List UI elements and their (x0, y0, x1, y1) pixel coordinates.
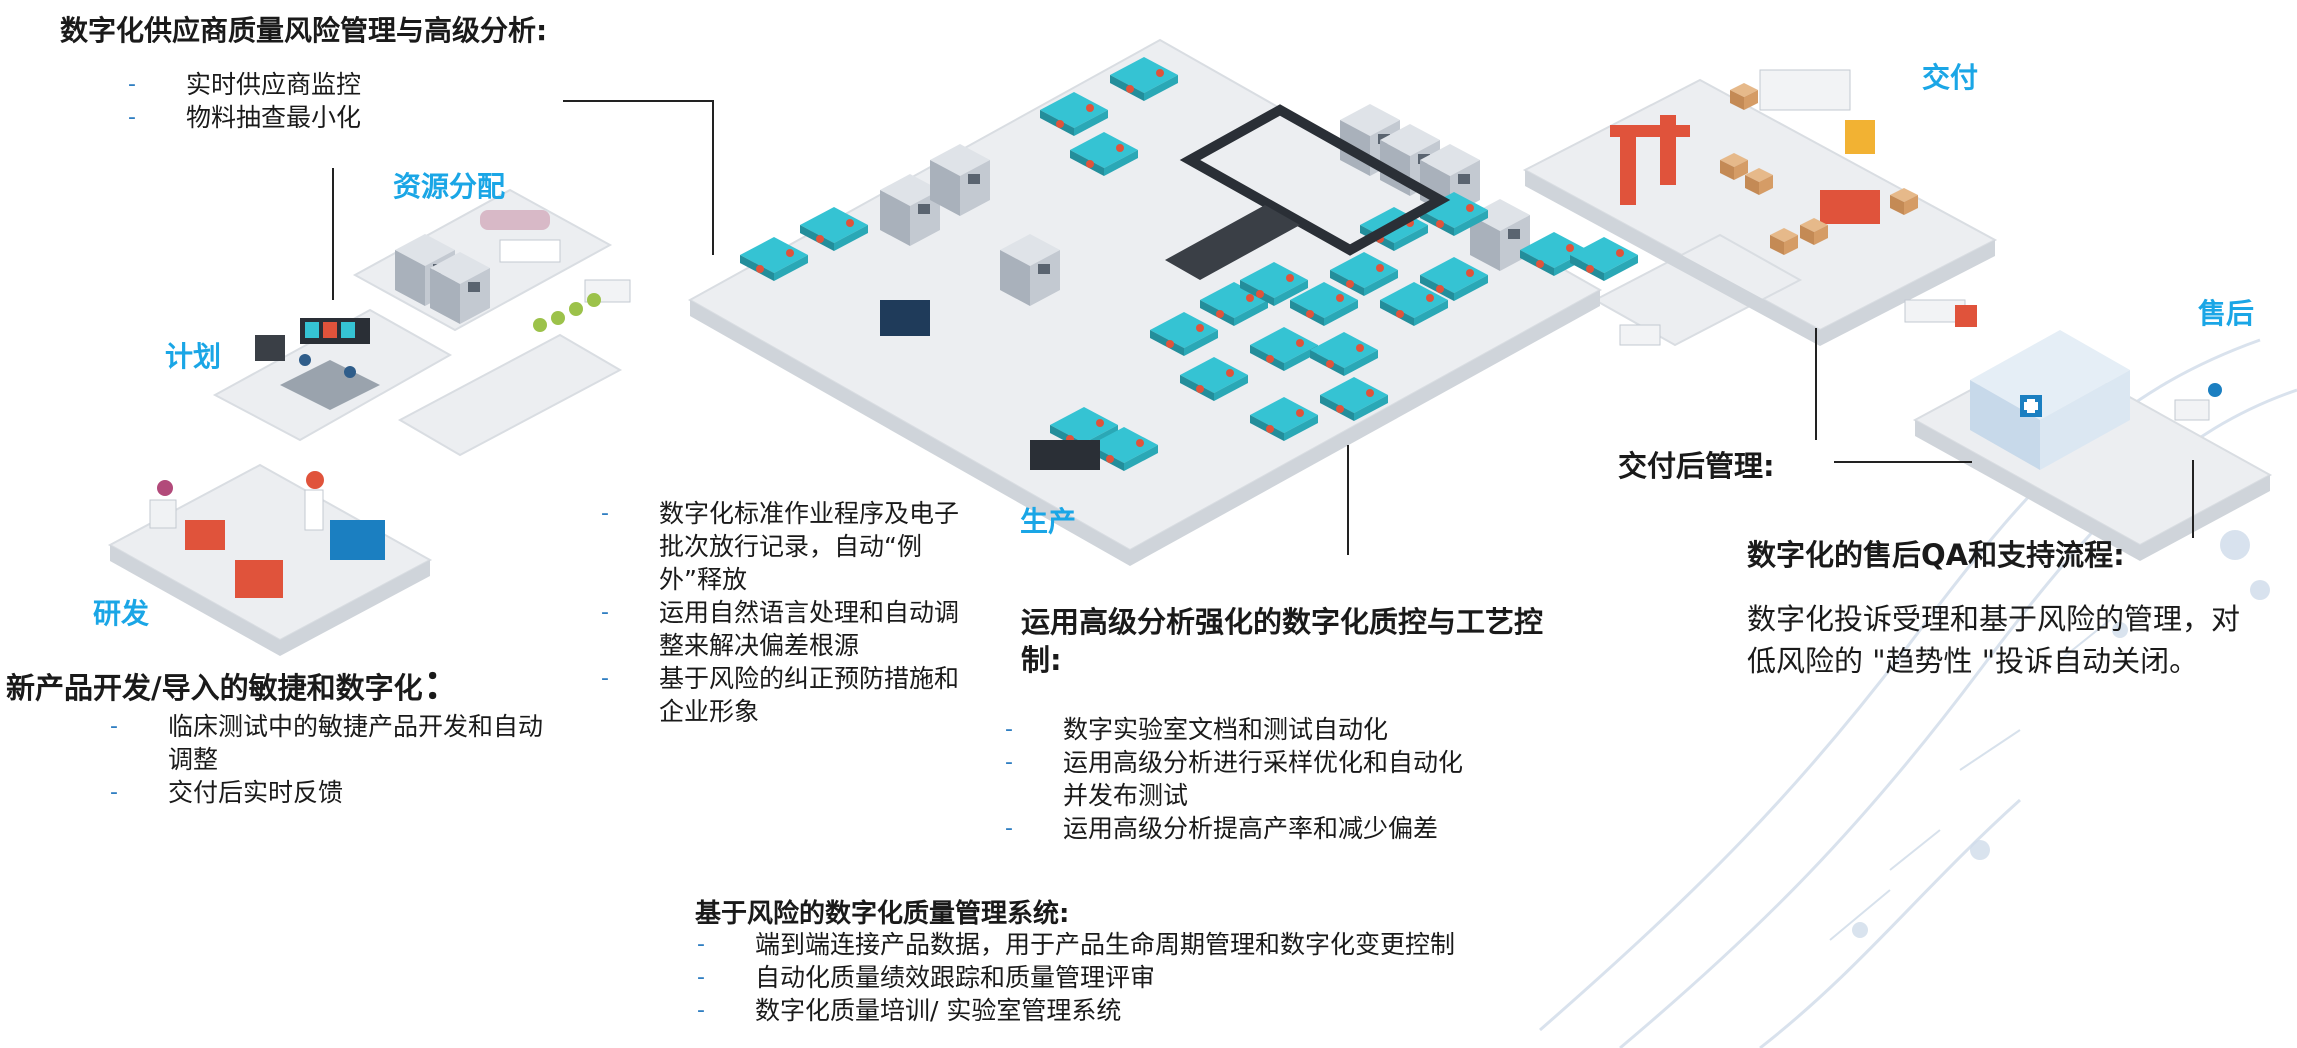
bullet-dash-icon: - (601, 501, 609, 526)
bullet-dash-icon: - (601, 666, 609, 691)
list-item: -数字化标准作业程序及电子批次放行记录，自动“例外”释放 (601, 499, 960, 594)
list-item: -数字化质量培训/ 实验室管理系统 (697, 996, 1122, 1025)
qc-heading: 运用高级分析强化的数字化质控与工艺控制: (1021, 605, 1544, 677)
bullet-dash-icon: - (697, 998, 705, 1023)
npd-heading: 新产品开发/导入的敏捷和数字化： (6, 652, 463, 710)
aftersales-qa-heading: 数字化的售后QA和支持流程: (1747, 538, 2125, 572)
list-item: -物料抽查最小化 (128, 103, 362, 132)
supplier-risk-list: -实时供应商监控 -物料抽查最小化 (128, 68, 528, 134)
stage-label-delivery: 交付 (1922, 61, 1979, 94)
npd-heading-text: 新产品开发/导入的敏捷和数字化 (6, 671, 423, 705)
ebr-list: -数字化标准作业程序及电子批次放行记录，自动“例外”释放 -运用自然语言处理和自… (601, 497, 973, 728)
npd-list: -临床测试中的敏捷产品开发和自动调整 -交付后实时反馈 (110, 710, 560, 809)
bullet-dash-icon: - (110, 780, 118, 805)
qms-heading: 基于风险的数字化质量管理系统: (695, 899, 1070, 929)
bullet-dash-icon: - (697, 932, 705, 957)
bullet-dash-icon: - (697, 965, 705, 990)
bullet-dash-icon: - (1005, 816, 1013, 841)
list-item: -端到端连接产品数据，用于产品生命周期管理和数字化变更控制 (697, 930, 1456, 959)
bullet-dash-icon: - (1005, 717, 1013, 742)
bullet-dash-icon: - (601, 600, 609, 625)
stage-label-research: 研发 (93, 597, 150, 630)
list-item: -数字实验室文档和测试自动化 (1005, 715, 1389, 744)
aftersales-qa-text: 数字化投诉受理和基于风险的管理，对低风险的 "趋势性 "投诉自动关闭。 (1747, 602, 2241, 678)
list-item: -运用高级分析提高产率和减少偏差 (1005, 814, 1439, 843)
stage-label-aftersales: 售后 (2198, 297, 2255, 330)
stage-label-resources: 资源分配 (393, 170, 506, 203)
list-item: -自动化质量绩效跟踪和质量管理评审 (697, 963, 1156, 992)
bullet-dash-icon: - (110, 714, 118, 739)
post-delivery-heading: 交付后管理: (1618, 449, 1775, 483)
qms-list: -端到端连接产品数据，用于产品生命周期管理和数字化变更控制 -自动化质量绩效跟踪… (697, 928, 1597, 1027)
qc-list: -数字实验室文档和测试自动化 -运用高级分析进行采样优化和自动化并发布测试 -运… (1005, 713, 1485, 845)
list-item: -运用自然语言处理和自动调整来解决偏差根源 (601, 598, 960, 660)
bullet-dash-icon: - (128, 105, 136, 130)
list-item: -交付后实时反馈 (110, 778, 344, 807)
npd-heading-colon: ： (422, 662, 463, 708)
bullet-dash-icon: - (128, 72, 136, 97)
list-item: -实时供应商监控 (128, 70, 362, 99)
bullet-dash-icon: - (1005, 750, 1013, 775)
list-item: -基于风险的纠正预防措施和企业形象 (601, 664, 960, 726)
stage-label-production: 生产 (1020, 505, 1077, 538)
stage-label-plan: 计划 (165, 340, 222, 373)
list-item: -运用高级分析进行采样优化和自动化并发布测试 (1005, 748, 1464, 810)
supplier-risk-heading: 数字化供应商质量风险管理与高级分析: (60, 14, 548, 47)
list-item: -临床测试中的敏捷产品开发和自动调整 (110, 712, 544, 774)
